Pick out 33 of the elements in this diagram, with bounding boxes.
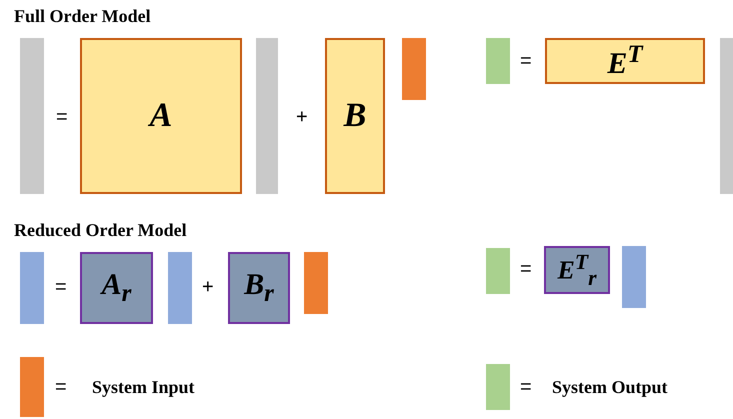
plus-sign: + [296, 106, 308, 129]
matrix-box [228, 252, 290, 324]
matrix-symbol: B$_{r}$ [244, 268, 274, 308]
equals-sign: = [55, 376, 67, 399]
matrix-box [545, 38, 705, 84]
vector-bar [486, 38, 510, 84]
matrix-symbol: B [344, 97, 366, 135]
equals-sign: = [520, 258, 532, 281]
vector-bar [486, 248, 510, 294]
matrix-box [80, 38, 242, 194]
legend-label: System Output [552, 377, 668, 398]
equals-sign: = [520, 50, 532, 73]
vector-bar [304, 252, 328, 314]
legend-label: System Input [92, 377, 195, 398]
vector-bar [720, 38, 733, 194]
matrix-box [325, 38, 385, 194]
section-heading: Full Order Model [14, 6, 151, 27]
matrix-box [80, 252, 153, 324]
vector-bar [168, 252, 192, 324]
vector-bar [256, 38, 278, 194]
equals-sign: = [56, 106, 68, 129]
vector-bar [622, 246, 646, 308]
matrix-symbol: A [150, 97, 172, 135]
matrix-symbol: A$_{r}$ [102, 268, 132, 308]
matrix-box [544, 246, 610, 294]
equals-sign: = [55, 276, 67, 299]
vector-bar [20, 252, 44, 324]
matrix-symbol: E$^{T}$ [607, 41, 643, 81]
section-heading: Reduced Order Model [14, 220, 187, 241]
vector-bar [20, 38, 44, 194]
plus-sign: + [202, 276, 214, 299]
vector-bar [402, 38, 426, 100]
equals-sign: = [520, 376, 532, 399]
